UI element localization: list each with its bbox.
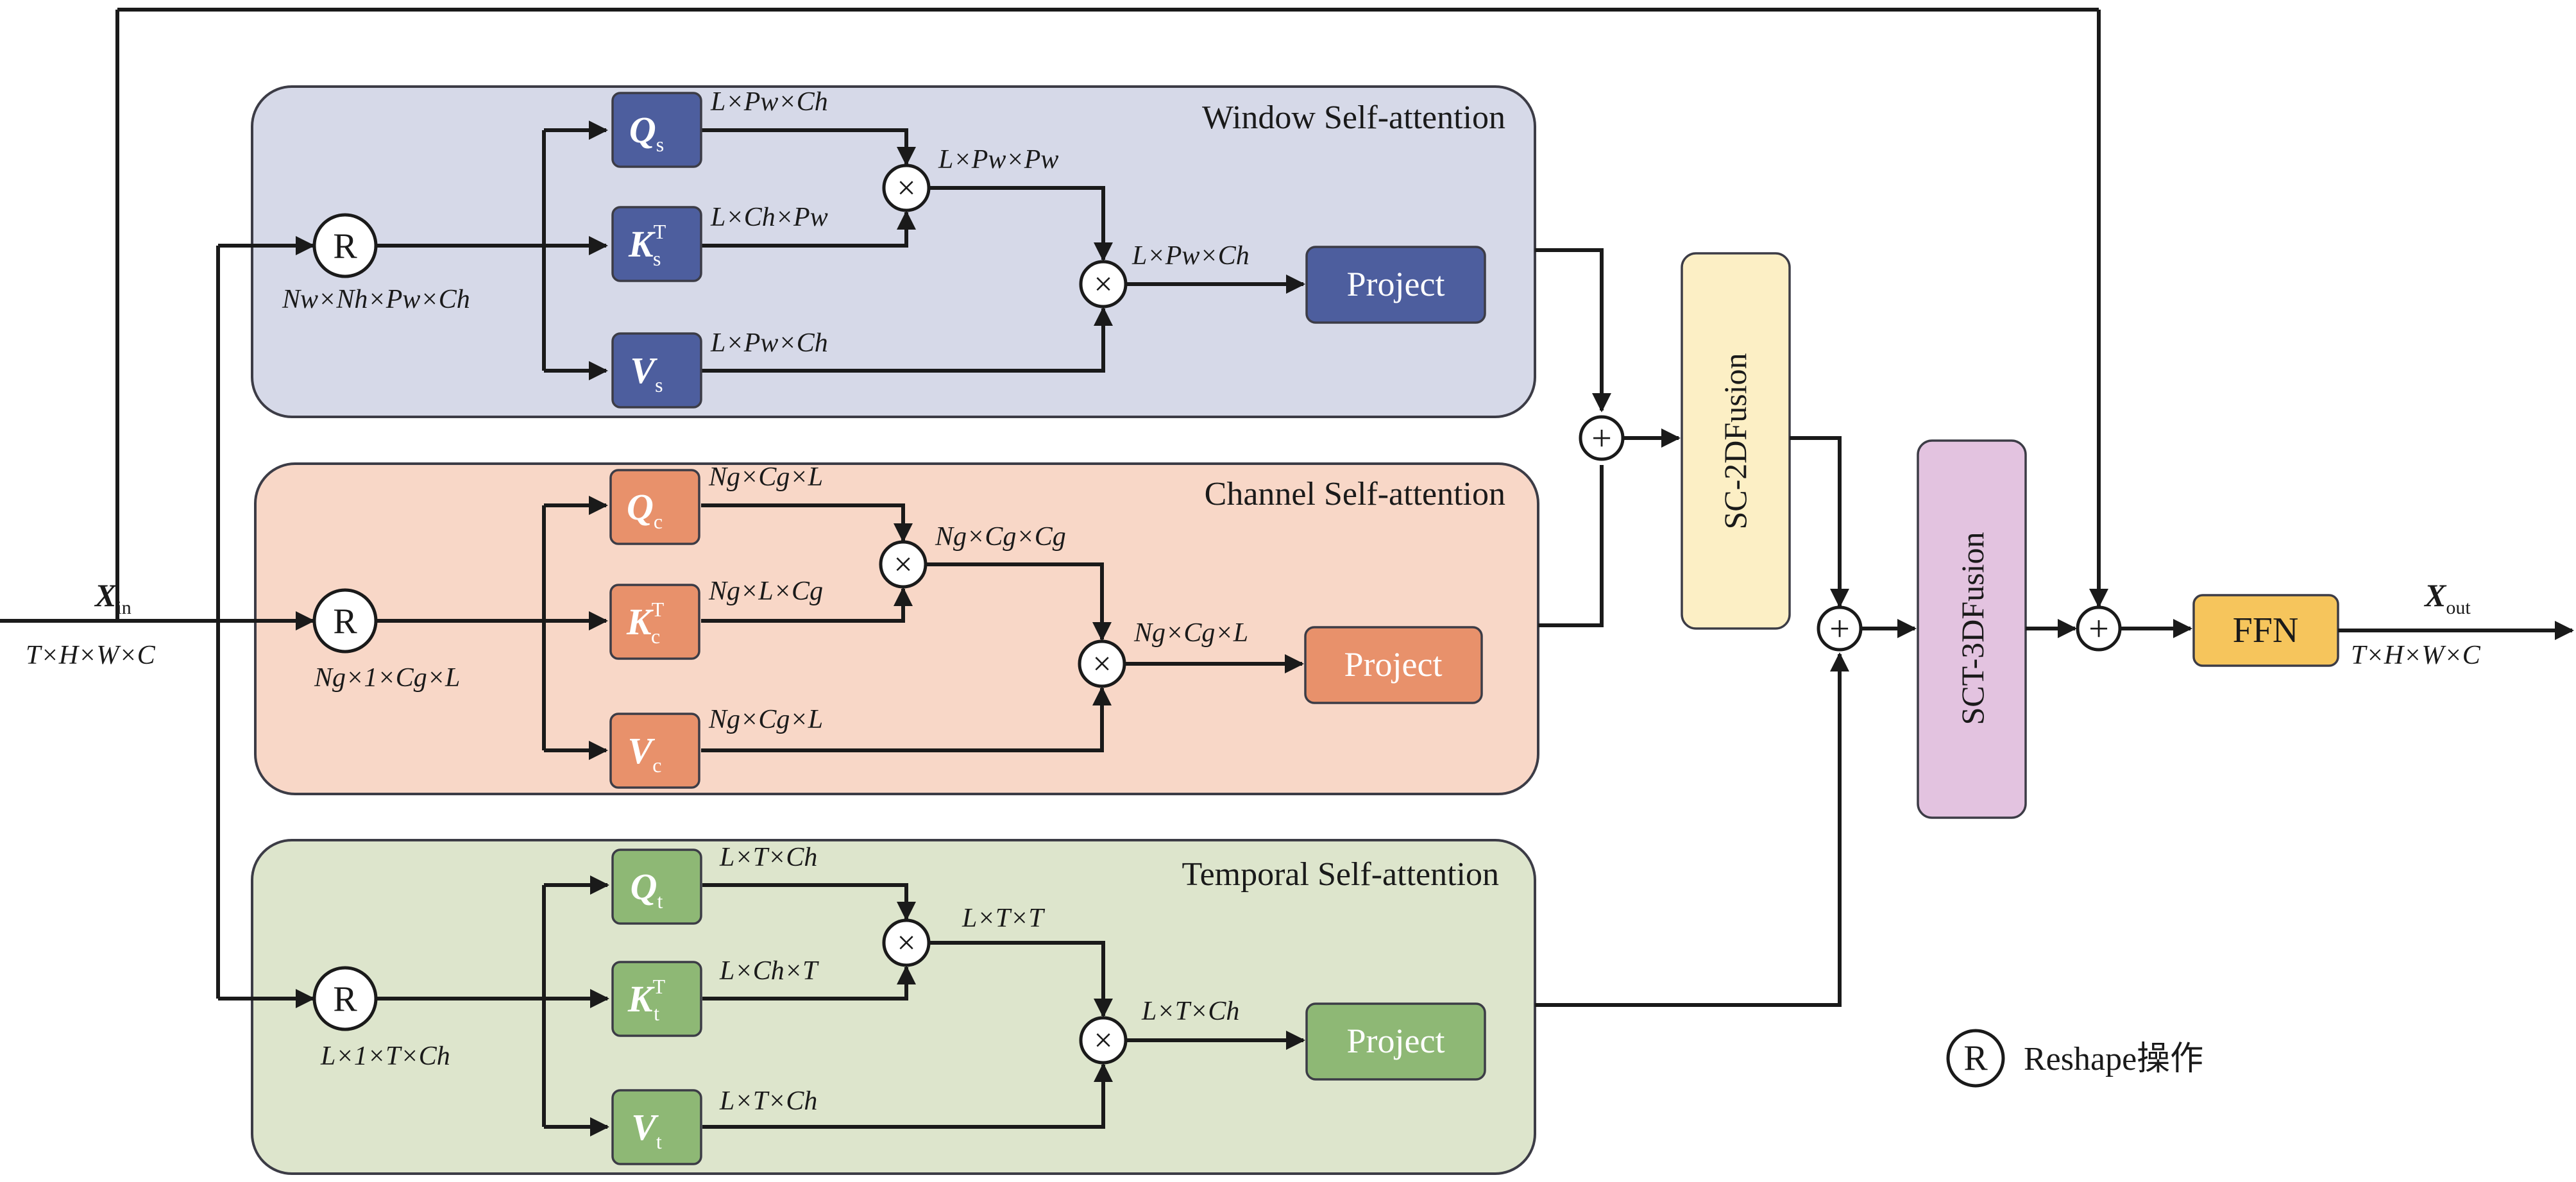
window-panel-title: Window Self-attention (1202, 99, 1505, 136)
window-v-dims: L×Pw×Ch (710, 328, 828, 358)
channel-reshape-node (312, 588, 378, 654)
window-q-block (611, 92, 702, 168)
window-reshape-dims: Nw×Nh×Pw×Ch (282, 285, 470, 314)
output-symbol: X (2423, 577, 2447, 613)
svg-text:Xin: Xin (94, 577, 131, 618)
window-project-label: Project (1347, 265, 1445, 303)
temporal-reshape-node (312, 966, 378, 1031)
input-wiring (0, 8, 2108, 1008)
output-shape: T×H×W×C (2351, 641, 2481, 670)
channel-q-dims: Ng×Cg×L (708, 462, 823, 492)
channel-project-label: Project (1344, 645, 1443, 684)
channel-reshape-symbol: R (333, 602, 357, 641)
add-node-3-symbol: + (2089, 609, 2109, 649)
window-k-dims: L×Ch×Pw (710, 203, 828, 232)
temporal-q-dims: L×T×Ch (719, 843, 817, 872)
input-label: Xin T×H×W×C (26, 577, 156, 670)
channel-v-dims: Ng×Cg×L (708, 705, 823, 734)
output-sub: out (2446, 597, 2471, 618)
channel-multiply-2 (1078, 639, 1126, 688)
channel-reshape-dims: Ng×1×Cg×L (314, 663, 460, 693)
window-reshape-symbol: R (333, 226, 357, 266)
output-label: Xout T×H×W×C (2351, 577, 2481, 670)
channel-multiply-1 (879, 540, 928, 589)
sc2d-fusion-label: SC-2DFusion (1717, 353, 1753, 529)
window-reshape-node (312, 213, 378, 278)
temporal-q-block (611, 849, 702, 925)
window-q-dims: L×Pw×Ch (710, 87, 828, 117)
input-shape: T×H×W×C (26, 641, 156, 670)
window-v-block (611, 332, 702, 409)
temporal-k-dims: L×Ch×T (719, 956, 819, 986)
window-multiply-1-symbol: × (897, 170, 915, 207)
legend-reshape-symbol: R (1963, 1038, 1988, 1078)
temporal-multiply-1 (882, 918, 931, 967)
temporal-project-label: Project (1347, 1022, 1445, 1060)
channel-multiply-1-symbol: × (894, 546, 912, 583)
channel-k-block (609, 584, 700, 660)
window-v-label: Vs (630, 350, 663, 396)
channel-attn-dims: Ng×Cg×Cg (935, 522, 1066, 552)
temporal-out-dims: L×T×Ch (1141, 997, 1239, 1026)
channel-v-block (609, 713, 700, 789)
sct3d-fusion-label: SCT-3DFusion (1954, 532, 1990, 725)
window-project-block (1305, 246, 1486, 324)
legend: R Reshape操作 (1946, 1029, 2203, 1088)
temporal-multiply-2-symbol: × (1094, 1022, 1112, 1059)
temporal-project-block (1305, 1002, 1486, 1081)
window-multiply-2 (1079, 260, 1128, 308)
temporal-v-label: Vt (631, 1106, 662, 1153)
temporal-v-dims: L×T×Ch (719, 1086, 817, 1116)
channel-q-block (609, 469, 700, 545)
legend-reshape-text: Reshape操作 (2024, 1041, 2203, 1077)
fusion-section: + SC-2DFusion + SCT-3DFusion + FFN (1579, 252, 2574, 819)
window-out-dims: L×Pw×Ch (1131, 241, 1250, 271)
temporal-k-block (611, 961, 702, 1037)
channel-k-dims: Ng×L×Cg (708, 577, 823, 606)
channel-panel-title: Channel Self-attention (1205, 476, 1505, 512)
temporal-v-block (611, 1089, 702, 1165)
svg-text:Xout: Xout (2423, 577, 2471, 618)
sc2d-fusion-block (1681, 252, 1791, 630)
add-node-1-symbol: + (1591, 419, 1612, 459)
input-symbol: X (94, 577, 117, 613)
temporal-multiply-1-symbol: × (897, 925, 915, 961)
window-q-label: Qs (629, 109, 664, 156)
add-node-2-symbol: + (1829, 609, 1850, 649)
input-sub: in (116, 597, 131, 618)
window-attn-dims: L×Pw×Pw (938, 145, 1058, 174)
window-k-block (611, 206, 702, 282)
temporal-attn-dims: L×T×T (962, 904, 1045, 933)
temporal-q-label: Qt (631, 866, 663, 913)
temporal-multiply-2 (1079, 1016, 1128, 1065)
channel-out-dims: Ng×Cg×L (1133, 618, 1248, 648)
channel-q-label: Qc (627, 486, 663, 533)
window-multiply-2-symbol: × (1094, 266, 1112, 303)
legend-reshape-icon (1946, 1029, 2005, 1088)
channel-project-block (1304, 626, 1483, 704)
channel-attention-panel (254, 462, 1539, 795)
channel-v-label: Vc (628, 730, 662, 777)
temporal-reshape-dims: L×1×T×Ch (320, 1042, 450, 1071)
temporal-reshape-symbol: R (333, 979, 357, 1019)
channel-multiply-2-symbol: × (1092, 646, 1111, 682)
temporal-panel-title: Temporal Self-attention (1182, 856, 1499, 893)
window-multiply-1 (882, 164, 931, 212)
ffn-label: FFN (2233, 611, 2299, 650)
